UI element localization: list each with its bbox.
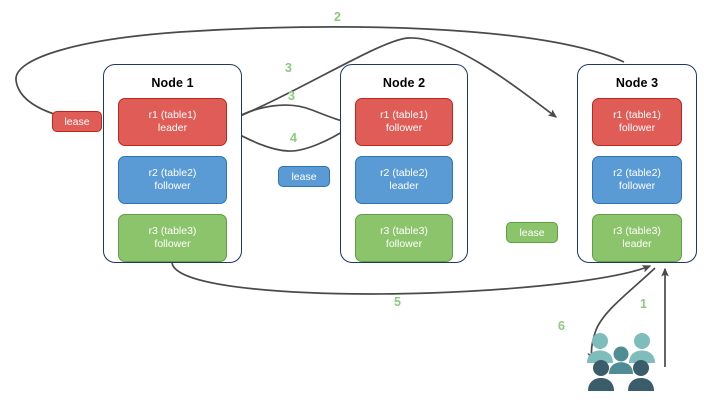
replica-role: follower [385, 238, 423, 250]
replica-name: r1 (table1) [148, 108, 197, 121]
step-label-4: 4 [290, 131, 297, 145]
replica-name: r2 (table2) [148, 166, 197, 179]
replica-role: follower [385, 122, 423, 134]
lease-chip-blue[interactable]: lease [278, 166, 330, 187]
replica-name: r2 (table2) [613, 166, 661, 179]
replica-name: r2 (table2) [380, 166, 428, 179]
node-title: Node 3 [615, 76, 659, 90]
replica-r3-node2[interactable]: r3 (table3) follower [355, 214, 453, 262]
replica-role: follower [154, 238, 191, 250]
replica-r2-node2[interactable]: r2 (table2) leader [355, 156, 453, 204]
node-title: Node 1 [151, 76, 194, 90]
step-label-2: 2 [334, 10, 341, 24]
node-card-3[interactable]: Node 3 r1 (table1) follower r2 (table2) … [577, 64, 697, 263]
replica-name: r3 (table3) [380, 224, 428, 237]
arrow-step-3-lower [227, 104, 350, 125]
replica-name: r1 (table1) [613, 108, 661, 121]
replica-r1-node3[interactable]: r1 (table1) follower [592, 98, 682, 146]
lease-chip-green[interactable]: lease [506, 222, 558, 243]
replica-r3-node3[interactable]: r3 (table3) leader [592, 214, 682, 262]
node-title: Node 2 [382, 76, 426, 90]
replica-r1-node2[interactable]: r1 (table1) follower [355, 98, 453, 146]
node-card-1[interactable]: Node 1 r1 (table1) leader r2 (table2) fo… [103, 64, 242, 263]
replica-r2-node3[interactable]: r2 (table2) follower [592, 156, 682, 204]
step-label-6: 6 [558, 319, 565, 333]
replica-role: follower [618, 122, 656, 134]
step-label-3-upper: 3 [285, 61, 292, 75]
replica-role: leader [389, 180, 419, 192]
replica-r2-node1[interactable]: r2 (table2) follower [118, 156, 227, 204]
replica-r1-node1[interactable]: r1 (table1) leader [118, 98, 227, 146]
step-label-3-lower: 3 [288, 89, 295, 103]
replica-r3-node1[interactable]: r3 (table3) follower [118, 214, 227, 262]
replica-role: follower [154, 180, 191, 192]
step-label-5: 5 [394, 295, 401, 309]
node-card-2[interactable]: Node 2 r1 (table1) follower r2 (table2) … [340, 64, 468, 263]
replica-name: r1 (table1) [380, 108, 428, 121]
users-group-icon [587, 333, 655, 391]
replica-role: leader [622, 238, 652, 250]
replica-name: r3 (table3) [148, 224, 197, 237]
replica-name: r3 (table3) [613, 224, 661, 237]
lease-chip-red[interactable]: lease [52, 111, 102, 132]
replica-role: leader [157, 122, 188, 134]
step-label-1: 1 [640, 297, 647, 311]
arrow-step-5 [171, 262, 652, 295]
replica-role: follower [618, 180, 656, 192]
